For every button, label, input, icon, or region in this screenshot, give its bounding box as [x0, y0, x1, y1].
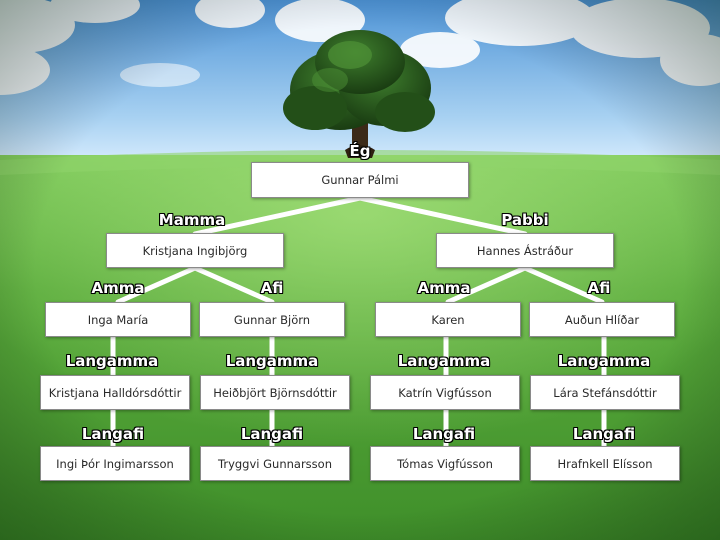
relation-label-great-grandfather-2: Langafi [240, 425, 304, 443]
relation-label-grandfather-paternal: Afi [587, 279, 611, 297]
person-box-self[interactable]: Gunnar Pálmi [251, 162, 469, 198]
person-box-great-grandmother-2[interactable]: Heiðbjört Björnsdóttir [200, 375, 350, 410]
person-name: Tryggvi Gunnarsson [218, 456, 332, 471]
person-box-mother[interactable]: Kristjana Ingibjörg [106, 233, 284, 268]
person-name: Lára Stefánsdóttir [553, 385, 657, 400]
relation-label-great-grandfather-4: Langafi [572, 425, 636, 443]
relation-label-father: Pabbi [501, 211, 549, 229]
relation-label-great-grandfather-3: Langafi [412, 425, 476, 443]
person-name: Hannes Ástráður [476, 243, 574, 258]
relation-label-great-grandmother-2: Langamma [225, 352, 319, 370]
person-box-grandmother-paternal[interactable]: Karen [375, 302, 521, 337]
relation-label-great-grandmother-3: Langamma [397, 352, 491, 370]
person-name: Heiðbjört Björnsdóttir [213, 385, 337, 400]
person-box-great-grandfather-1[interactable]: Ingi Þór Ingimarsson [40, 446, 190, 481]
person-box-great-grandfather-4[interactable]: Hrafnkell Elísson [530, 446, 680, 481]
person-name: Tómas Vigfússon [397, 456, 493, 471]
person-box-grandfather-maternal[interactable]: Gunnar Björn [199, 302, 345, 337]
person-name: Auðun Hlíðar [564, 312, 640, 327]
person-name: Ingi Þór Ingimarsson [56, 456, 174, 471]
relation-label-mother: Mamma [158, 211, 226, 229]
relation-label-grandfather-maternal: Afi [260, 279, 284, 297]
person-box-great-grandfather-3[interactable]: Tómas Vigfússon [370, 446, 520, 481]
relation-label-grandmother-maternal: Amma [91, 279, 145, 297]
person-name: Karen [431, 312, 465, 327]
connector-lines [110, 195, 607, 449]
person-name: Kristjana Ingibjörg [142, 243, 248, 258]
person-box-grandmother-maternal[interactable]: Inga María [45, 302, 191, 337]
person-box-father[interactable]: Hannes Ástráður [436, 233, 614, 268]
relation-label-great-grandfather-1: Langafi [81, 425, 145, 443]
relation-label-self: Ég [349, 142, 371, 160]
person-name: Gunnar Björn [233, 312, 311, 327]
person-box-great-grandmother-3[interactable]: Katrín Vigfússon [370, 375, 520, 410]
person-name: Kristjana Halldórsdóttir [48, 385, 182, 400]
relation-label-great-grandmother-4: Langamma [557, 352, 651, 370]
person-box-great-grandfather-2[interactable]: Tryggvi Gunnarsson [200, 446, 350, 481]
person-name: Hrafnkell Elísson [557, 456, 653, 471]
person-name: Gunnar Pálmi [321, 173, 399, 187]
person-box-grandfather-paternal[interactable]: Auðun Hlíðar [529, 302, 675, 337]
person-name: Katrín Vigfússon [398, 385, 492, 400]
person-box-great-grandmother-1[interactable]: Kristjana Halldórsdóttir [40, 375, 190, 410]
person-box-great-grandmother-4[interactable]: Lára Stefánsdóttir [530, 375, 680, 410]
person-name: Inga María [87, 312, 149, 327]
relation-label-grandmother-paternal: Amma [417, 279, 471, 297]
relation-label-great-grandmother-1: Langamma [65, 352, 159, 370]
